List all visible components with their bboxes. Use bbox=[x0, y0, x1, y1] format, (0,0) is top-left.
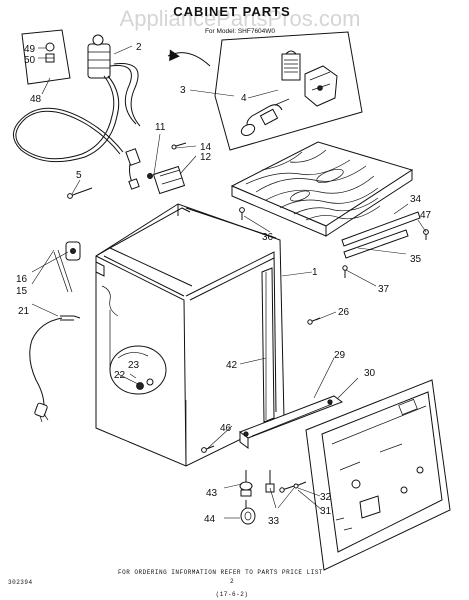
callout-11: 11 bbox=[155, 122, 166, 133]
callout-36: 36 bbox=[262, 232, 274, 243]
callout-48: 48 bbox=[30, 94, 42, 105]
callout-37: 37 bbox=[378, 284, 390, 295]
callout-16: 16 bbox=[16, 274, 28, 285]
callout-47: 47 bbox=[420, 210, 432, 221]
callout-23: 23 bbox=[128, 360, 140, 371]
callout-34: 34 bbox=[410, 194, 422, 205]
access-panel bbox=[305, 379, 451, 571]
revision-code: (17-6-2) bbox=[216, 591, 249, 598]
front-rail bbox=[238, 395, 344, 449]
callout-labels: 2 3 4 49 50 48 11 14 12 5 34 47 36 35 1 … bbox=[16, 42, 432, 527]
screw-5 bbox=[69, 187, 93, 197]
callout-5: 5 bbox=[76, 170, 82, 181]
hose-clamp-bracket bbox=[146, 142, 187, 195]
callout-49: 49 bbox=[24, 44, 36, 55]
callout-42: 42 bbox=[226, 360, 238, 371]
callout-30: 30 bbox=[364, 368, 376, 379]
arrow-head bbox=[169, 49, 180, 62]
ordering-note: FOR ORDERING INFORMATION REFER TO PARTS … bbox=[118, 569, 323, 576]
model-subtitle: For Model: SHF7604W0 bbox=[205, 28, 275, 35]
callout-2: 2 bbox=[136, 42, 142, 53]
callout-3: 3 bbox=[180, 85, 186, 96]
callout-21: 21 bbox=[18, 306, 30, 317]
wood-top bbox=[230, 141, 414, 237]
watermark: AppliancePartsPros.com bbox=[120, 6, 361, 31]
callout-44: 44 bbox=[204, 514, 216, 525]
callout-4: 4 bbox=[241, 93, 247, 104]
callout-32: 32 bbox=[320, 492, 332, 503]
leader-lines bbox=[31, 45, 427, 519]
side-rail bbox=[341, 211, 421, 259]
callout-43: 43 bbox=[206, 488, 218, 499]
page-number: 2 bbox=[230, 578, 234, 585]
power-cord bbox=[29, 241, 81, 423]
callout-14: 14 bbox=[200, 142, 212, 153]
document-number: 302394 bbox=[8, 579, 33, 586]
callout-12: 12 bbox=[200, 152, 212, 163]
callout-1: 1 bbox=[312, 267, 318, 278]
inlet-hose-assembly bbox=[13, 29, 141, 190]
callout-31: 31 bbox=[320, 506, 332, 517]
callout-15: 15 bbox=[16, 286, 28, 297]
callout-46: 46 bbox=[220, 423, 232, 434]
callout-29: 29 bbox=[334, 350, 346, 361]
callout-35: 35 bbox=[410, 254, 422, 265]
callout-22: 22 bbox=[114, 370, 126, 381]
diagram-title: CABINET PARTS bbox=[173, 4, 290, 19]
valve-inset bbox=[214, 31, 363, 151]
callout-33: 33 bbox=[268, 516, 280, 527]
callout-26: 26 bbox=[338, 307, 350, 318]
callout-50: 50 bbox=[24, 55, 36, 66]
